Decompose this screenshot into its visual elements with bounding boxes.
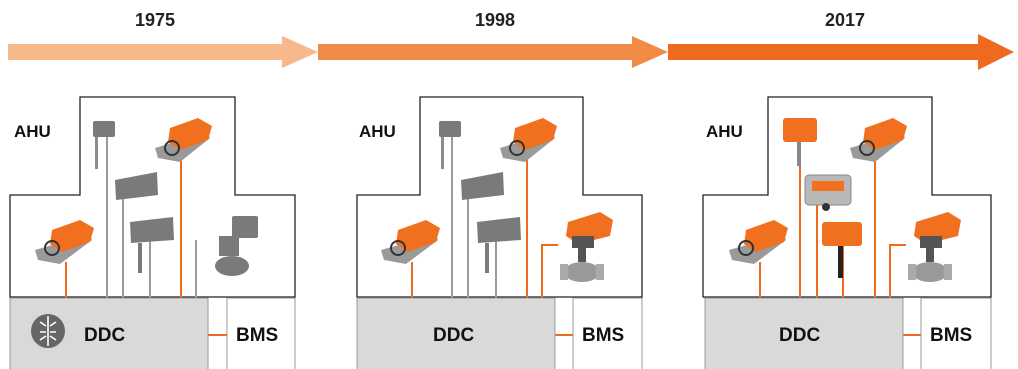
sensor-icon xyxy=(822,222,862,278)
valve-actuator-icon xyxy=(908,212,961,282)
timeline-segment-1975 xyxy=(8,44,298,60)
bms-box xyxy=(572,297,643,369)
sensor-icon xyxy=(93,121,115,169)
timeline-arrowhead-1998 xyxy=(632,36,668,68)
ddc-label: DDC xyxy=(84,325,125,346)
ddc-box xyxy=(9,297,209,369)
bms-box xyxy=(920,297,992,369)
year-label-1975: 1975 xyxy=(134,10,176,30)
year-label-1998: 1998 xyxy=(474,10,516,30)
ahu-label: AHU xyxy=(14,122,51,141)
valve-actuator-icon xyxy=(215,216,258,276)
ddc-label: DDC xyxy=(433,325,474,346)
sensor-icon xyxy=(130,217,174,273)
ddc-label: DDC xyxy=(779,325,820,346)
panel-1998: AHU xyxy=(356,96,643,369)
timeline-arrow xyxy=(8,34,1014,70)
sensor-icon xyxy=(439,121,461,169)
damper-actuator-icon xyxy=(500,118,557,162)
ddc-box xyxy=(704,297,904,369)
wires xyxy=(759,140,921,336)
ahu-label: AHU xyxy=(359,122,396,141)
damper-actuator-icon xyxy=(850,118,907,162)
panel-2017: AHU xyxy=(702,96,992,369)
damper-actuator-icon xyxy=(35,220,94,264)
wires xyxy=(65,135,227,336)
bms-label: BMS xyxy=(930,325,972,346)
sensor-icon xyxy=(115,172,158,200)
damper-actuator-icon xyxy=(729,220,788,264)
ahu-label: AHU xyxy=(706,122,743,141)
panel-1975: AHU xyxy=(9,96,296,369)
bms-label: BMS xyxy=(236,325,278,346)
ahu-outline xyxy=(9,96,296,298)
bms-box xyxy=(226,297,296,369)
sensor-icon xyxy=(783,118,817,166)
bms-label: BMS xyxy=(582,325,624,346)
timeline-segment-2017 xyxy=(668,44,980,60)
timeline-arrowhead-1975 xyxy=(282,36,318,68)
timeline-arrowhead-2017 xyxy=(978,34,1014,70)
controller-module-icon xyxy=(804,174,852,211)
damper-actuator-icon xyxy=(155,118,212,162)
sensor-icon xyxy=(477,217,521,273)
year-label-2017: 2017 xyxy=(824,10,866,30)
damper-actuator-icon xyxy=(381,220,440,264)
sensor-icon xyxy=(461,172,504,200)
wires xyxy=(411,135,573,336)
ddc-box xyxy=(356,297,556,369)
valve-actuator-icon xyxy=(560,212,613,282)
timeline-segment-1998 xyxy=(318,44,648,60)
brain-circuit-icon xyxy=(31,314,65,348)
